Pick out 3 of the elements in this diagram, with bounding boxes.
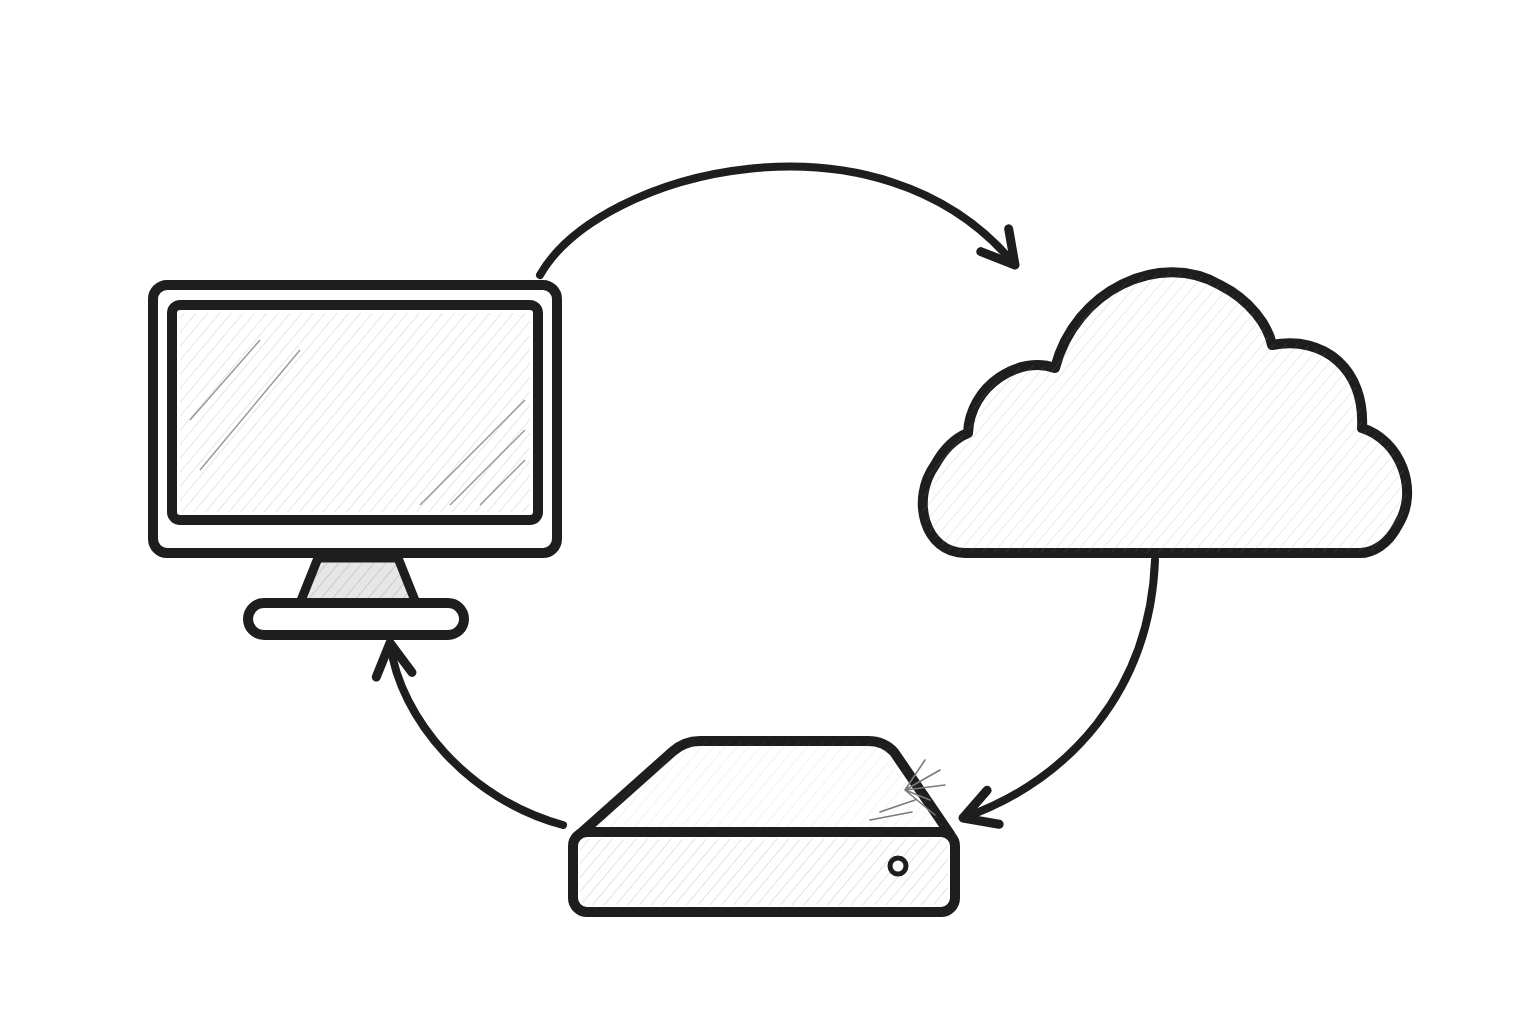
curved-arrow	[373, 638, 567, 829]
curved-arrow	[536, 162, 1020, 279]
curved-arrow	[958, 556, 1159, 828]
